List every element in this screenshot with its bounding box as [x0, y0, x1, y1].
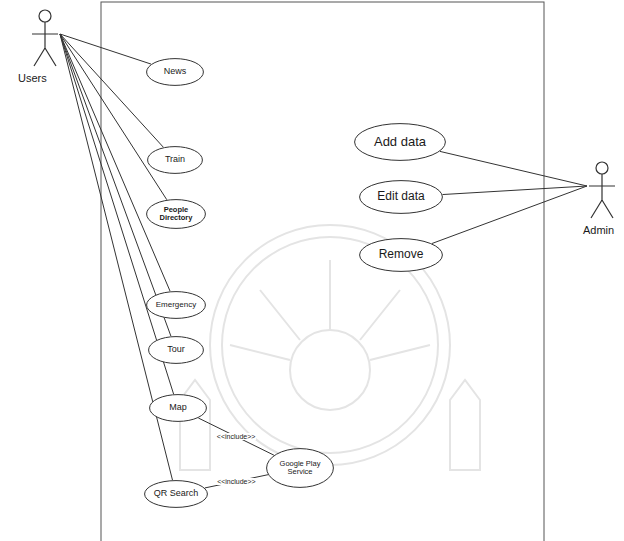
text-box: Add data: [366, 135, 434, 149]
use-case-ellipse: Edit data: [359, 180, 443, 214]
association-line: [443, 186, 587, 195]
use-case-label: People Directory: [154, 206, 198, 223]
use-case-ellipse: Map: [149, 394, 207, 422]
ellipse-shape: [149, 337, 204, 364]
text-box: Edit data: [370, 190, 432, 203]
text-box: News: [154, 67, 197, 77]
actor: Admin: [573, 160, 623, 250]
ellipse-shape: [267, 449, 334, 488]
ellipse-shape: [360, 181, 443, 214]
actor-figure: [30, 8, 60, 70]
use-case-ellipse: Emergency: [146, 291, 206, 319]
use-case-ellipse: Add data: [354, 123, 446, 161]
actor-body: [589, 174, 615, 218]
ellipse-shape: [147, 59, 204, 86]
ellipse-shape: [145, 481, 208, 508]
actor-label: Users: [18, 72, 47, 84]
use-case-ellipse: People Directory: [146, 199, 206, 229]
actor-head: [39, 10, 51, 22]
association-line: [60, 34, 167, 200]
text-box: Remove: [370, 248, 432, 261]
actor-label: Admin: [583, 224, 614, 236]
ellipse-shape: [147, 200, 206, 229]
text-box: Train: [154, 155, 195, 165]
text-box: Tour: [155, 345, 196, 355]
association-line: [205, 475, 268, 488]
use-case-ellipse: News: [146, 58, 204, 86]
use-case-ellipse: Remove: [359, 238, 443, 272]
use-case-label: Train: [154, 155, 195, 165]
ellipse-shape: [148, 147, 203, 174]
association-line: [440, 151, 587, 186]
ellipse-shape: [360, 239, 443, 272]
use-case-label: Map: [157, 403, 200, 413]
ellipse-shape: [150, 395, 207, 422]
use-case-label: Tour: [155, 345, 196, 355]
association-line: [432, 186, 587, 244]
use-case-label: QR Search: [152, 489, 199, 499]
text-box: Map: [157, 403, 200, 413]
stick-figure: [589, 162, 615, 218]
use-case-label: Add data: [366, 135, 434, 149]
text-box: Google Play Service: [275, 460, 325, 477]
use-case-label: News: [154, 67, 197, 77]
ellipse-shape: [147, 292, 206, 319]
text-box: QR Search: [152, 489, 199, 499]
actor-figure: [587, 160, 617, 222]
stereotype-label: <<include>>: [216, 433, 257, 440]
stick-figure: [32, 10, 58, 66]
use-case-label: Google Play Service: [275, 460, 325, 477]
stereotype-label: <<include>>: [216, 478, 257, 485]
use-case-ellipse: Google Play Service: [266, 448, 334, 488]
use-case-ellipse: Tour: [148, 336, 204, 364]
use-case-label: Remove: [370, 248, 432, 261]
use-case-label: Edit data: [370, 190, 432, 203]
actor-body: [32, 22, 58, 66]
watermark-emblem: [180, 225, 480, 470]
text-box: Emergency: [154, 301, 198, 310]
ellipse-shape: [355, 124, 446, 161]
use-case-ellipse: Train: [147, 146, 203, 174]
association-line: [60, 34, 163, 147]
actor-head: [596, 162, 608, 174]
text-box: People Directory: [154, 206, 198, 223]
use-case-label: Emergency: [154, 301, 198, 310]
use-case-ellipse: QR Search: [144, 480, 208, 508]
actor: Users: [18, 8, 68, 98]
association-line: [198, 418, 274, 455]
